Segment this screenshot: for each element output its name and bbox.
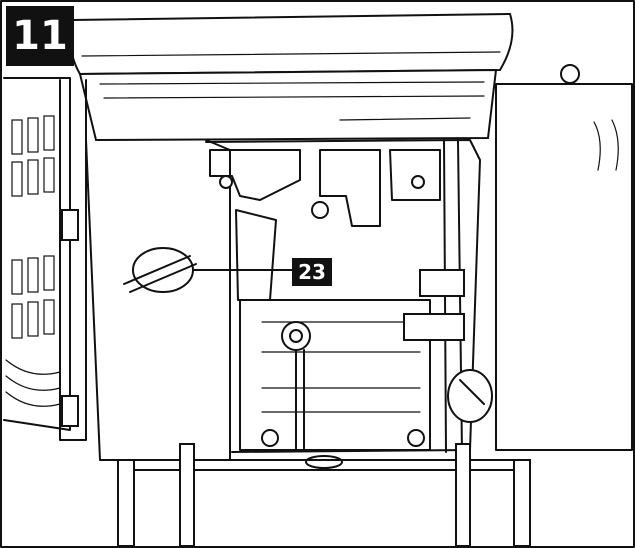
dipstick <box>281 321 343 469</box>
step-number-badge: 11 <box>6 6 74 66</box>
right-panel <box>403 64 633 453</box>
fuel-valve <box>123 247 293 293</box>
fuel-tank <box>69 12 514 142</box>
callout-label-23: 23 <box>292 258 332 286</box>
muffler <box>117 443 531 547</box>
engine-block <box>85 139 481 461</box>
oil-cap <box>447 369 493 423</box>
recoil-cover <box>3 77 87 441</box>
